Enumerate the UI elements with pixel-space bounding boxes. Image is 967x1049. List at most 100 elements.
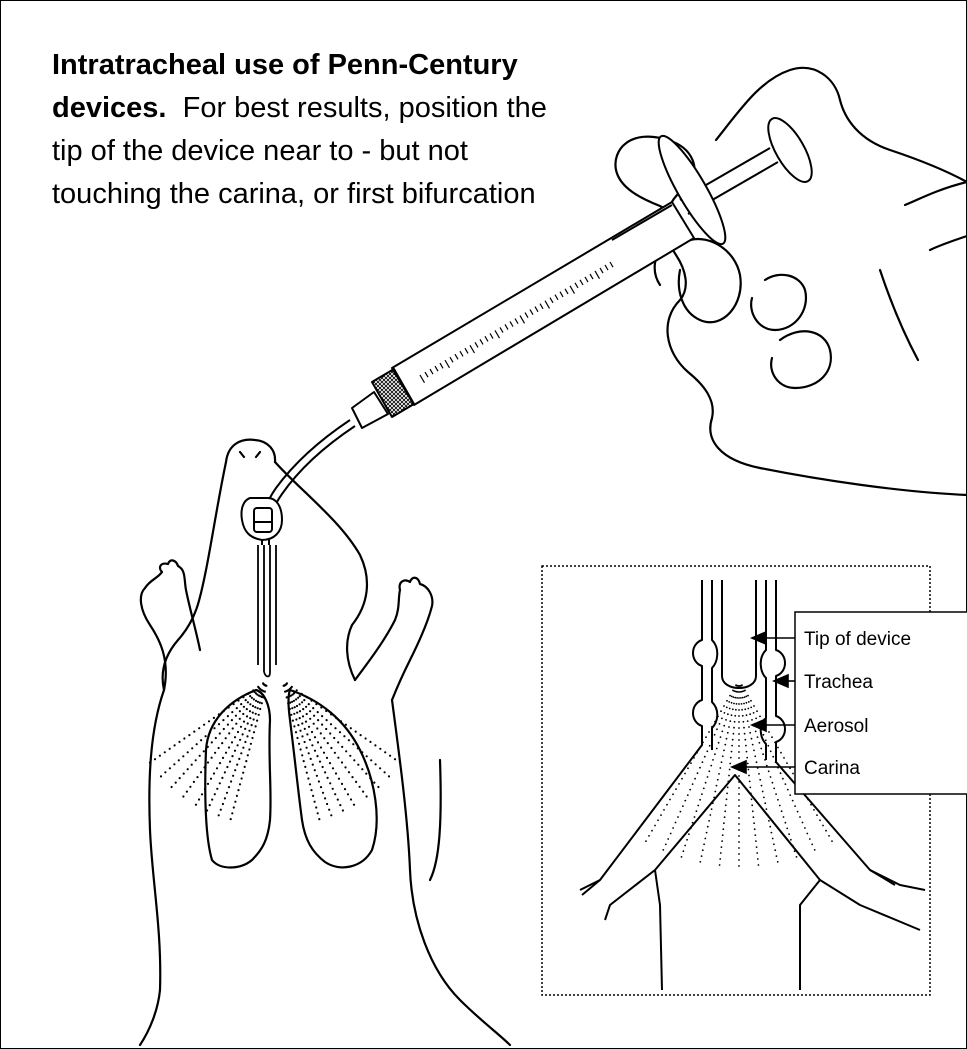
- aerosol-dot: [253, 718, 255, 720]
- aerosol-dot: [727, 787, 729, 789]
- aerosol-dot: [330, 713, 332, 715]
- aerosol-dot: [255, 725, 257, 727]
- aerosol-dot: [733, 727, 735, 729]
- aerosol-dot: [341, 746, 343, 748]
- aerosol-dot: [743, 703, 745, 705]
- aerosol-dot: [322, 766, 324, 768]
- aerosol-dot: [209, 804, 211, 806]
- aerosol-dot: [289, 708, 291, 710]
- aerosol-dot: [762, 791, 764, 793]
- aerosol-dot: [687, 767, 689, 769]
- aerosol-dot: [782, 778, 784, 780]
- aerosol-dot: [709, 745, 711, 747]
- aerosol-dot: [781, 810, 783, 812]
- aerosol-dot: [765, 739, 767, 741]
- aerosol-dot: [754, 755, 756, 757]
- aerosol-dot: [330, 747, 332, 749]
- aerosol-dot: [299, 717, 301, 719]
- aerosol-dot: [736, 697, 738, 699]
- aerosol-dot: [306, 747, 308, 749]
- aerosol-dot: [296, 737, 298, 739]
- aerosol-dot: [222, 803, 224, 805]
- aerosol-dot: [299, 710, 301, 712]
- aerosol-dot: [756, 761, 758, 763]
- aerosol-dot: [728, 701, 730, 703]
- aerosol-dot: [223, 728, 225, 730]
- aerosol-dot: [250, 743, 252, 745]
- aerosol-dot: [310, 700, 312, 702]
- aerosol-dot: [303, 699, 305, 701]
- aerosol-dot: [306, 696, 308, 698]
- aerosol-dot: [777, 747, 779, 749]
- aerosol-dot: [208, 720, 210, 722]
- aerosol-dot: [692, 822, 694, 824]
- aerosol-dot: [766, 808, 768, 810]
- aerosol-dot: [648, 835, 650, 837]
- aerosol-dot: [731, 745, 733, 747]
- aerosol-dot: [355, 731, 357, 733]
- aerosol-dot: [257, 701, 259, 703]
- aerosol-dot: [255, 700, 257, 702]
- aerosol-dot: [179, 777, 181, 779]
- aerosol-dot: [746, 702, 748, 704]
- aerosol-dot: [388, 775, 390, 777]
- aerosol-dot: [825, 830, 827, 832]
- aerosol-dot: [738, 859, 740, 861]
- aerosol-dot: [749, 732, 751, 734]
- aerosol-dot: [672, 827, 674, 829]
- aerosol-dot: [332, 767, 334, 769]
- aerosol-dot: [670, 833, 672, 835]
- aerosol-dot: [339, 731, 341, 733]
- aerosol-dot: [678, 783, 680, 785]
- aerosol-dot: [321, 724, 323, 726]
- aerosol-dot: [314, 736, 316, 738]
- aerosol-dot: [244, 741, 246, 743]
- aerosol-dot: [253, 731, 255, 733]
- aerosol-dot: [203, 766, 205, 768]
- aerosol-dot: [213, 717, 215, 719]
- aerosol-dot: [291, 686, 293, 688]
- aerosol-dot: [690, 828, 692, 830]
- aerosol-dot: [308, 703, 310, 705]
- aerosol-dot: [328, 809, 330, 811]
- aerosol-dot: [308, 726, 310, 728]
- aerosol-dot: [242, 713, 244, 715]
- aerosol-dot: [773, 788, 775, 790]
- aerosol-dot: [719, 723, 721, 725]
- aerosol-dot: [662, 849, 664, 851]
- aerosol-dot: [738, 727, 740, 729]
- aerosol-dot: [237, 731, 239, 733]
- aerosol-dot: [295, 718, 297, 720]
- aerosol-dot: [721, 718, 723, 720]
- aerosol-dot: [306, 713, 308, 715]
- aerosol-dot: [365, 737, 367, 739]
- aerosol-dot: [334, 752, 336, 754]
- aerosol-dot: [337, 741, 339, 743]
- aerosol-dot: [243, 706, 245, 708]
- aerosol-dot: [211, 757, 213, 759]
- aerosol-dot: [767, 745, 769, 747]
- aerosol-dot: [775, 793, 777, 795]
- aerosol-dot: [289, 702, 291, 704]
- aerosol-dot: [752, 744, 754, 746]
- aerosol-dot: [301, 693, 303, 695]
- aerosol-dot: [160, 775, 162, 777]
- aerosol-dot: [384, 751, 386, 753]
- aerosol-dot: [819, 819, 821, 821]
- aerosol-dot: [312, 764, 314, 766]
- aerosol-dot: [249, 717, 251, 719]
- aerosol-dot: [675, 822, 677, 824]
- aerosol-dot: [682, 805, 684, 807]
- aerosol-dot: [296, 712, 298, 714]
- aerosol-dot: [721, 761, 723, 763]
- aerosol-dot: [666, 804, 668, 806]
- aerosol-dot: [355, 781, 357, 783]
- aerosol-dot: [237, 700, 239, 702]
- aerosol-dot: [337, 799, 339, 801]
- aerosol-dot: [242, 733, 244, 735]
- aerosol-dot: [754, 828, 756, 830]
- aerosol-dot: [724, 816, 726, 818]
- aerosol-dot: [369, 777, 371, 779]
- aerosol-dot: [688, 833, 690, 835]
- aerosol-dot: [337, 757, 339, 759]
